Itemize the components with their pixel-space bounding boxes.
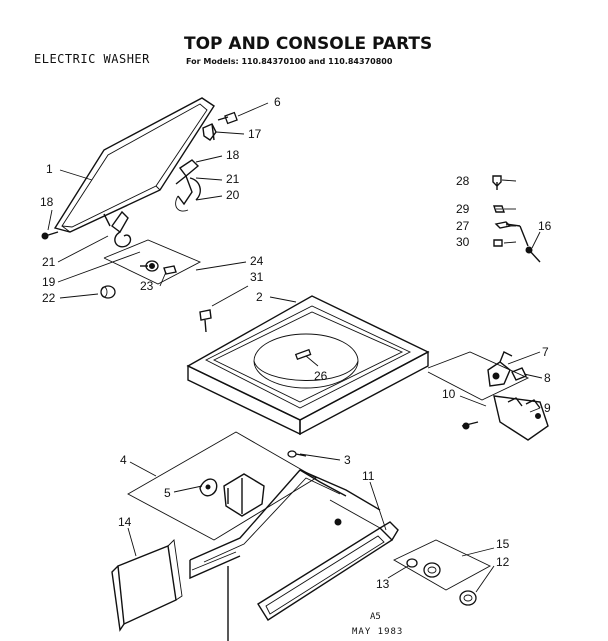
callout-9: 9: [544, 401, 551, 415]
lid-switch-parts: [427, 351, 549, 441]
callout-29: 29: [456, 202, 470, 216]
callout-13: 13: [376, 577, 390, 591]
callout-31: 31: [250, 270, 264, 284]
hinge-bracket-parts: [175, 159, 201, 212]
callout-2: 2: [256, 290, 263, 304]
callout-1: 1: [46, 162, 53, 176]
callout-11: 11: [362, 469, 375, 483]
lid-bumper-part: [217, 111, 238, 125]
callout-18-upper: 18: [226, 148, 240, 162]
callout-6: 6: [274, 95, 281, 109]
callout-15: 15: [496, 537, 510, 551]
callout-12: 12: [496, 555, 510, 569]
callout-24: 24: [250, 254, 264, 268]
callout-30: 30: [456, 235, 470, 249]
hardware-set: [492, 175, 541, 263]
callout-27: 27: [456, 219, 470, 233]
callout-28: 28: [456, 174, 470, 188]
callout-18-left: 18: [40, 195, 54, 209]
callout-16: 16: [538, 219, 552, 233]
callout-23: 23: [140, 279, 154, 293]
callout-4: 4: [120, 453, 127, 467]
appliance-type-label: ELECTRIC WASHER: [34, 52, 150, 66]
callout-26: 26: [314, 369, 328, 383]
callout-10: 10: [442, 387, 456, 401]
lid-switch-assembly: [103, 239, 202, 285]
callout-21-upper: 21: [226, 172, 240, 186]
screw-part: [41, 231, 59, 240]
cap-part: [100, 285, 116, 299]
page-code: A5: [370, 612, 381, 622]
console-screw: [287, 450, 307, 458]
callout-leaders: [47, 102, 543, 593]
callout-7: 7: [542, 345, 549, 359]
timer-assembly: [127, 431, 317, 541]
top-screw: [199, 309, 212, 333]
lid-hinge-rod: [103, 210, 132, 248]
callout-17: 17: [248, 127, 262, 141]
hinge-part: [202, 123, 217, 141]
callout-19: 19: [42, 275, 56, 289]
washer-top: [186, 295, 430, 436]
knob-set: [393, 539, 491, 606]
callout-14: 14: [118, 515, 132, 529]
callout-8: 8: [544, 371, 551, 385]
callout-20: 20: [226, 188, 240, 202]
rear-shield: [111, 539, 183, 632]
callout-21-left: 21: [42, 255, 56, 269]
lid-frame: [53, 97, 215, 233]
console-panel: [257, 499, 399, 621]
console-base-frame: [189, 469, 381, 641]
model-numbers: For Models: 110.84370100 and 110.8437080…: [186, 57, 393, 66]
callout-22: 22: [42, 291, 56, 305]
issue-date: MAY 1983: [352, 627, 404, 637]
callout-5: 5: [164, 486, 171, 500]
diagram-title: TOP AND CONSOLE PARTS: [184, 34, 433, 54]
callout-3: 3: [344, 453, 351, 467]
